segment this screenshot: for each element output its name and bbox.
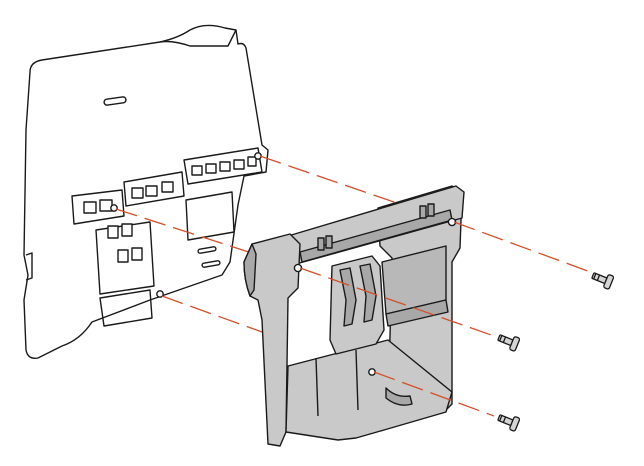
phone-vent-slots bbox=[197, 246, 221, 268]
wall-mount-bracket bbox=[243, 185, 465, 447]
port-row-mid bbox=[131, 181, 174, 199]
bracket-center-divider bbox=[329, 255, 385, 355]
bracket-inner-shelf bbox=[385, 299, 449, 327]
bracket-bottom-tray bbox=[285, 339, 453, 441]
phone-mount-hole-mid bbox=[110, 204, 118, 212]
guide-screw-low bbox=[373, 371, 495, 417]
phone-base bbox=[23, 24, 269, 360]
bracket-tray-ribs bbox=[315, 349, 413, 417]
bracket-hook-right bbox=[359, 263, 377, 323]
guide-screw-mid bbox=[299, 267, 495, 337]
screw-guides bbox=[299, 221, 597, 417]
bracket-hook-left bbox=[339, 267, 357, 327]
phone-recess-upper bbox=[185, 191, 235, 241]
screw-middle bbox=[497, 334, 521, 352]
bracket-left-leg-side bbox=[243, 243, 257, 297]
guide-line-low bbox=[161, 295, 263, 333]
bracket-top-notches bbox=[317, 203, 435, 251]
phone-hook-slot bbox=[103, 96, 127, 106]
phone-port-strip-left bbox=[71, 189, 125, 225]
phone-top-ridge bbox=[159, 29, 237, 47]
screw-bottom bbox=[497, 414, 521, 432]
port-row-top bbox=[191, 156, 257, 176]
jack-cluster bbox=[107, 223, 143, 263]
guide-screw-top bbox=[453, 221, 597, 275]
screw-top bbox=[591, 272, 615, 290]
phone-recess-lower bbox=[99, 289, 153, 327]
phone-mount-hole-low bbox=[156, 290, 164, 298]
phone-side-tab bbox=[25, 252, 33, 281]
